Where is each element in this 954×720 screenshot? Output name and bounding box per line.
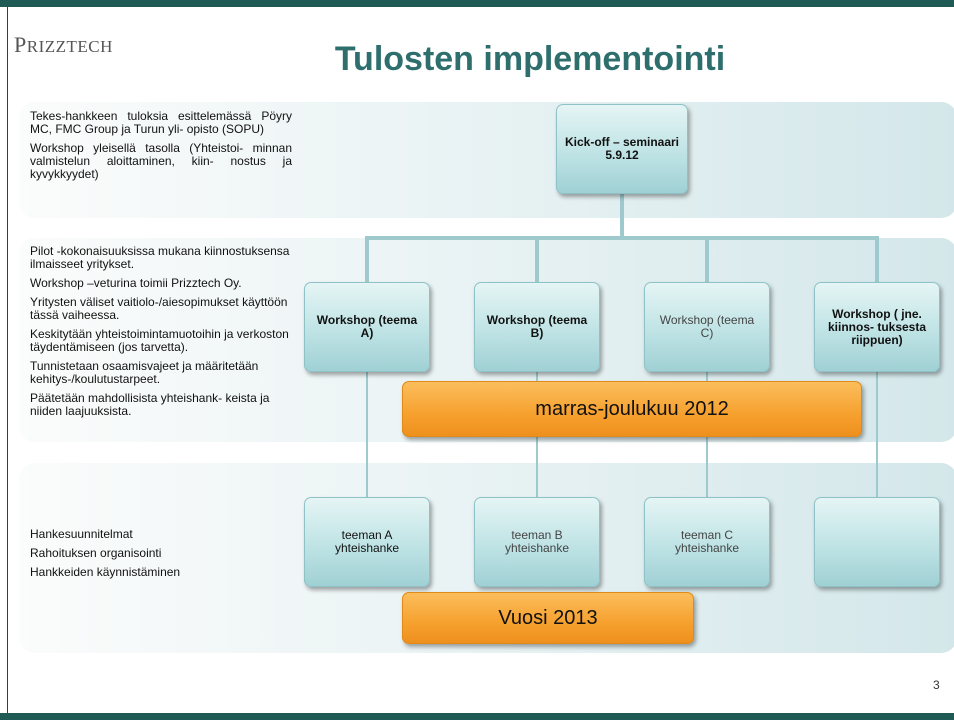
kickoff-box: Kick-off – seminaari 5.9.12 bbox=[556, 104, 688, 194]
slide-title: Tulosten implementointi bbox=[334, 40, 726, 78]
band2-line: Keskitytään yhteistoimintamuotoihin ja v… bbox=[30, 327, 289, 354]
connector-b bbox=[535, 236, 539, 284]
connector-c bbox=[705, 236, 709, 284]
period-2012-bar: marras-joulukuu 2012 bbox=[402, 381, 862, 437]
band-kickoff bbox=[19, 102, 954, 218]
connector-a bbox=[365, 236, 369, 284]
left-border-line bbox=[7, 7, 8, 713]
top-bar bbox=[0, 0, 954, 7]
band3-line: Hankkeiden käynnistäminen bbox=[30, 565, 181, 579]
project-box-d bbox=[814, 497, 940, 587]
project-box-a: teeman A yhteishanke bbox=[304, 497, 430, 587]
connector-horizontal bbox=[365, 236, 879, 240]
logo-rest: RIZZTECH bbox=[26, 37, 113, 56]
prizztech-logo: PRIZZTECH bbox=[14, 32, 113, 58]
project-box-c: teeman C yhteishanke bbox=[644, 497, 770, 587]
band2-line: Tunnistetaan osaamisvajeet ja määritetää… bbox=[30, 359, 259, 386]
connector-kickoff-down bbox=[620, 190, 624, 238]
connector-a-lower bbox=[366, 370, 368, 500]
band3-text: Hankesuunnitelmat Rahoituksen organisoin… bbox=[30, 528, 290, 585]
band2-line: Yritysten väliset vaitiolo-/aiesopimukse… bbox=[30, 295, 288, 322]
period-2013-bar: Vuosi 2013 bbox=[402, 592, 694, 644]
band1-line: Tekes-hankkeen tuloksia esittelemässä Pö… bbox=[30, 109, 292, 136]
bottom-bar bbox=[0, 713, 954, 720]
band3-line: Hankesuunnitelmat bbox=[30, 527, 133, 541]
workshop-box-d: Workshop ( jne. kiinnos- tuksesta riippu… bbox=[814, 282, 940, 372]
connector-d bbox=[875, 236, 879, 284]
logo-initial: P bbox=[14, 32, 27, 57]
connector-d-lower bbox=[876, 370, 878, 500]
band2-line: Workshop –veturina toimii Prizztech Oy. bbox=[30, 276, 242, 290]
page-number: 3 bbox=[933, 678, 940, 692]
band2-text: Pilot -kokonaisuuksissa mukana kiinnostu… bbox=[30, 245, 300, 424]
project-box-b: teeman B yhteishanke bbox=[474, 497, 600, 587]
workshop-box-c: Workshop (teema C) bbox=[644, 282, 770, 372]
workshop-box-b: Workshop (teema B) bbox=[474, 282, 600, 372]
band3-line: Rahoituksen organisointi bbox=[30, 546, 162, 560]
band2-line: Pilot -kokonaisuuksissa mukana kiinnostu… bbox=[30, 244, 290, 271]
band1-text: Tekes-hankkeen tuloksia esittelemässä Pö… bbox=[30, 110, 292, 187]
band2-line: Päätetään mahdollisista yhteishank- keis… bbox=[30, 391, 270, 418]
band1-line: Workshop yleisellä tasolla (Yhteistoi- m… bbox=[30, 141, 292, 181]
workshop-box-a: Workshop (teema A) bbox=[304, 282, 430, 372]
